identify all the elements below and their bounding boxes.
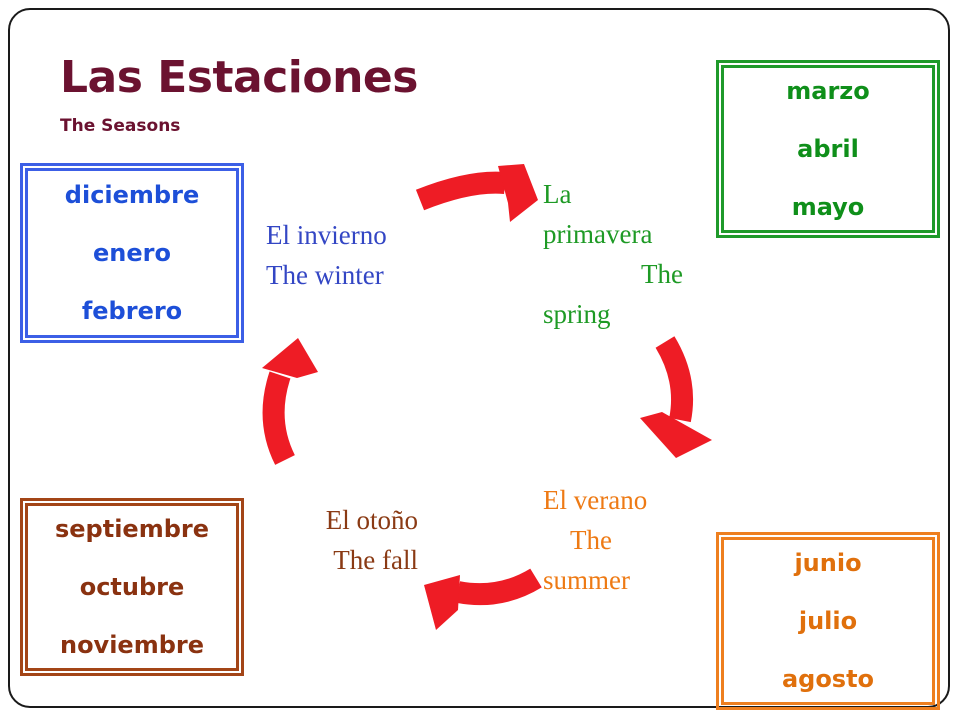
month-label: enero — [93, 239, 171, 267]
summer-label: El verano The summer — [543, 480, 663, 600]
spring-label: La primavera The spring — [543, 174, 683, 334]
arrow-spring-to-summer — [640, 336, 712, 458]
summer-months-box: junio julio agosto — [716, 532, 940, 710]
month-label: mayo — [791, 193, 865, 221]
page-title: Las Estaciones — [60, 52, 418, 103]
season-name-line: La — [543, 179, 572, 209]
month-label: noviembre — [59, 631, 205, 659]
month-label: marzo — [786, 77, 870, 105]
season-name: El otoño — [325, 505, 418, 535]
season-english-line: spring — [543, 299, 611, 329]
month-label: abril — [797, 135, 859, 163]
season-english-line: The — [570, 525, 612, 555]
month-label: febrero — [81, 297, 183, 325]
month-label: septiembre — [54, 515, 210, 543]
season-name: El invierno — [266, 220, 387, 250]
season-english-line: summer — [543, 565, 630, 595]
spring-months-box: marzo abril mayo — [716, 60, 940, 238]
season-english: The winter — [266, 260, 384, 290]
month-label: diciembre — [64, 181, 200, 209]
season-name: El verano — [543, 485, 648, 515]
season-english-line: The — [641, 259, 683, 289]
month-label: julio — [798, 607, 858, 635]
page-subtitle: The Seasons — [60, 116, 181, 136]
month-label: agosto — [781, 665, 875, 693]
month-label: octubre — [79, 573, 185, 601]
arrow-winter-to-spring — [415, 164, 538, 222]
arrow-fall-to-winter — [262, 338, 318, 465]
month-label: junio — [794, 549, 862, 577]
fall-label: El otoño The fall — [306, 500, 418, 580]
season-english: The fall — [333, 545, 418, 575]
fall-months-box: septiembre octubre noviembre — [20, 498, 244, 676]
winter-months-box: diciembre enero febrero — [20, 163, 244, 343]
season-name-line: primavera — [543, 219, 653, 249]
winter-label: El invierno The winter — [266, 215, 387, 295]
arrow-summer-to-fall — [424, 568, 542, 630]
